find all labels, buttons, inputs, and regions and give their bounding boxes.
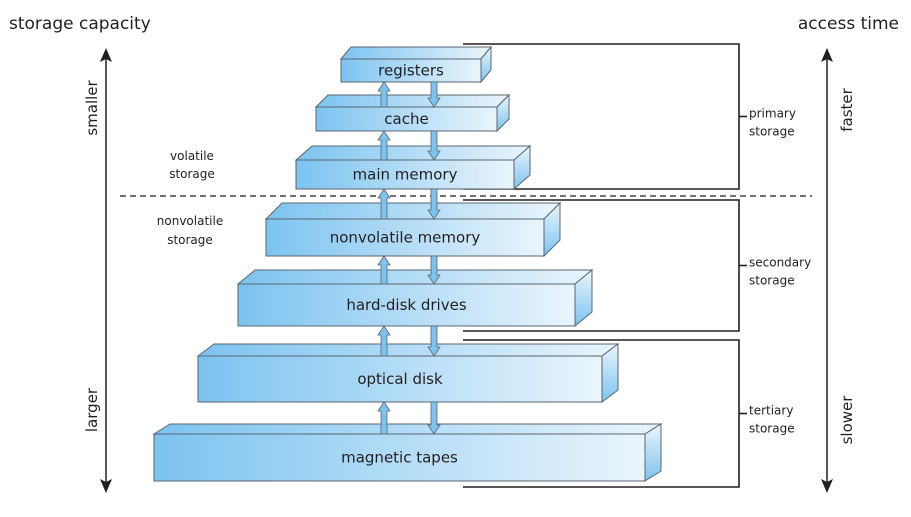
level-optical-disk: optical disk: [196, 343, 620, 403]
box-top-face: [294, 145, 532, 161]
box-front-face: [265, 218, 545, 257]
arrow-up-icon: [100, 48, 112, 62]
tertiary-storage-label: storage: [749, 422, 795, 436]
slower-label: slower: [838, 395, 856, 445]
box-top-face: [152, 423, 663, 435]
level-registers: registers: [339, 45, 493, 84]
level-label: main memory: [353, 166, 458, 184]
arrow-up-icon: [377, 325, 391, 357]
arrow-down-icon: [427, 130, 441, 161]
storage-capacity-axis: smaller larger: [83, 48, 112, 493]
transfer-arrows: [377, 81, 441, 435]
arrow-down-icon: [821, 479, 833, 493]
box-top-face: [264, 202, 562, 220]
arrow-down-icon: [100, 479, 112, 493]
access-time-axis: faster slower: [821, 48, 856, 493]
box-top-face: [196, 343, 620, 357]
box-top-face: [236, 269, 594, 285]
arrow-down-icon: [427, 81, 441, 108]
level-label: nonvolatile memory: [330, 229, 481, 247]
box-top-face: [314, 94, 511, 108]
secondary-storage-label: storage: [749, 274, 795, 288]
level-label: cache: [384, 110, 428, 128]
secondary-storage-label: secondary: [749, 256, 811, 270]
access-time-header: access time: [798, 14, 899, 34]
arrow-up-icon: [377, 401, 391, 435]
tier-brackets: primary storage secondary storage tertiary st…: [463, 43, 811, 488]
level-main-memory: main memory: [294, 144, 532, 191]
level-label: hard-disk drives: [346, 296, 466, 314]
level-label: optical disk: [357, 370, 443, 388]
storage-capacity-header: storage capacity: [9, 14, 151, 34]
level-nonvolatile-memory: nonvolatile memory: [264, 201, 562, 258]
volatile-label-line2: storage: [169, 167, 215, 181]
smaller-label: smaller: [83, 79, 101, 135]
storage-levels: registers cache main memory nonvolatile mem…: [152, 45, 663, 482]
larger-label: larger: [83, 387, 101, 432]
tertiary-storage-label: tertiary: [749, 404, 793, 418]
box-front-face: [295, 159, 515, 190]
arrow-up-icon: [377, 130, 391, 161]
level-magnetic-tapes: magnetic tapes: [152, 423, 663, 482]
box-side-face: [644, 423, 662, 482]
arrow-up-icon: [377, 255, 391, 285]
primary-storage-label: primary: [749, 107, 796, 121]
level-cache: cache: [314, 93, 511, 133]
arrow-down-icon: [427, 401, 441, 435]
arrow-down-icon: [427, 188, 441, 220]
box-front-face: [315, 106, 498, 132]
arrow-down-icon: [427, 255, 441, 285]
arrow-up-icon: [377, 188, 391, 220]
nonvolatile-label-line1: nonvolatile: [157, 214, 223, 228]
box-front-face: [237, 283, 576, 327]
faster-label: faster: [838, 87, 856, 131]
box-front-face: [340, 58, 482, 83]
bracket-secondary-storage: secondary storage: [463, 199, 811, 332]
bracket-tertiary-storage: tertiary storage: [463, 339, 795, 488]
bracket-primary-storage: primary storage: [463, 43, 796, 190]
level-hard-disk-drives: hard-disk drives: [236, 268, 594, 328]
arrow-up-icon: [821, 48, 833, 62]
level-label: registers: [378, 62, 444, 80]
level-label: magnetic tapes: [341, 449, 458, 467]
box-front-face: [153, 433, 646, 482]
box-front-face: [197, 355, 603, 403]
nonvolatile-label-line2: storage: [167, 233, 213, 247]
arrow-down-icon: [427, 325, 441, 357]
primary-storage-label: storage: [749, 125, 795, 139]
volatile-label-line1: volatile: [170, 149, 214, 163]
box-top-face: [339, 46, 493, 60]
arrow-up-icon: [377, 81, 391, 108]
